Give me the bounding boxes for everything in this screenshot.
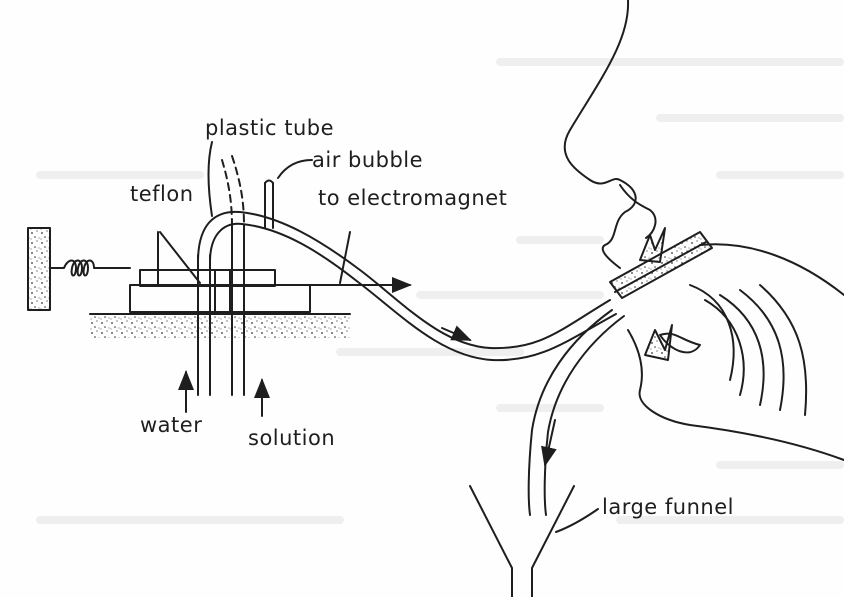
head-profile [565, 0, 636, 268]
electromagnet-label: to electromagnet [318, 188, 507, 209]
funnel-label: large funnel [602, 497, 734, 518]
teeth-lower [645, 325, 672, 360]
funnel-leader [556, 509, 598, 532]
teflon-leader [160, 232, 200, 283]
water-label: water [140, 415, 202, 436]
teflon-label: teflon [130, 184, 194, 205]
air-bubble-tube [265, 181, 273, 229]
air-bubble-label: air bubble [312, 150, 423, 171]
solution-label: solution [248, 428, 335, 449]
dashed-tube [232, 156, 244, 225]
plastic-tube-label: plastic tube [205, 118, 334, 139]
solution-tube [232, 225, 244, 395]
spring [50, 261, 130, 276]
plastic-tube-leader [209, 142, 213, 216]
ghost-text-lines [40, 62, 840, 520]
large-funnel [470, 486, 574, 597]
dashed-tube [222, 160, 232, 225]
air-bubble-leader [278, 160, 312, 178]
wall-block [28, 228, 50, 310]
base-stage [90, 314, 350, 338]
mouth-contour [700, 244, 844, 295]
mouth-contour [705, 300, 744, 395]
